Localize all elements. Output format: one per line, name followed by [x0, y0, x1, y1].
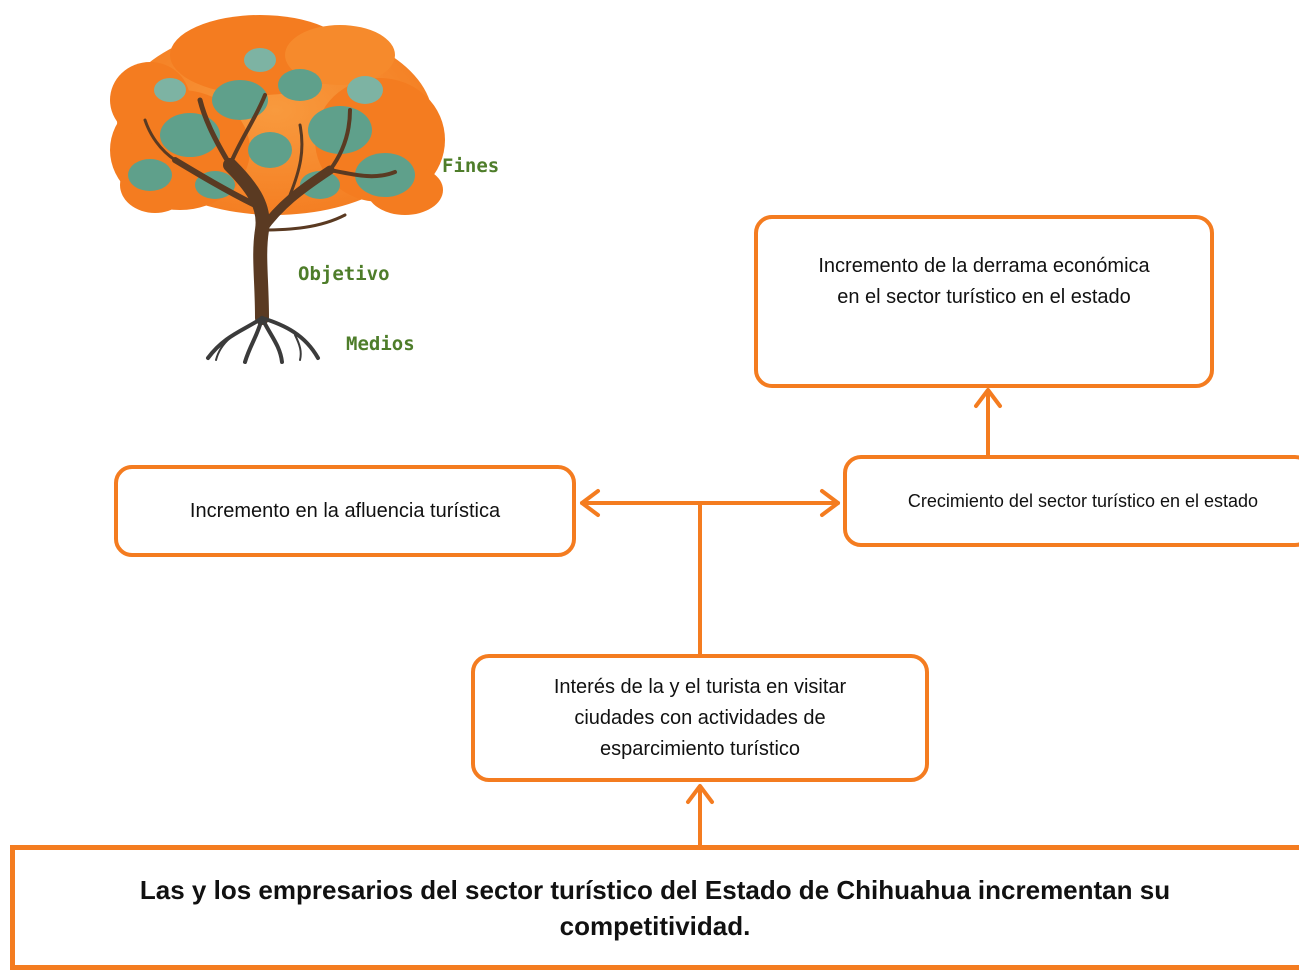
arrowhead-interes — [686, 784, 714, 804]
node-afluencia: Incremento en la afluencia turística — [114, 465, 576, 557]
arrowhead-derrama — [974, 388, 1002, 408]
node-fin-derrama: Incremento de la derrama económica en el… — [754, 215, 1214, 388]
node-interes-text: Interés de la y el turista en visitar ci… — [553, 675, 847, 760]
arrowhead-afluencia — [580, 489, 600, 517]
tree-illustration — [110, 15, 445, 364]
node-objetivo-central-text: Las y los empresarios del sector turísti… — [139, 875, 1171, 941]
node-crecimiento-text: Crecimiento del sector turístico en el e… — [907, 491, 1259, 511]
node-objetivo-central: Las y los empresarios del sector turísti… — [10, 845, 1299, 970]
node-crecimiento: Crecimiento del sector turístico en el e… — [843, 455, 1299, 547]
label-objetivo: Objetivo — [298, 263, 390, 285]
tree-trunk — [143, 93, 397, 325]
label-fines: Fines — [442, 155, 500, 177]
node-interes: Interés de la y el turista en visitar ci… — [471, 654, 929, 782]
node-fin-derrama-text: Incremento de la derrama económica en el… — [818, 255, 1150, 308]
node-afluencia-text: Incremento en la afluencia turística — [189, 499, 501, 522]
label-medios: Medios — [346, 333, 415, 355]
tree-foliage — [110, 15, 445, 215]
connectors — [580, 388, 1002, 847]
tree-roots — [206, 316, 320, 364]
arrowhead-crecimiento — [820, 489, 840, 517]
